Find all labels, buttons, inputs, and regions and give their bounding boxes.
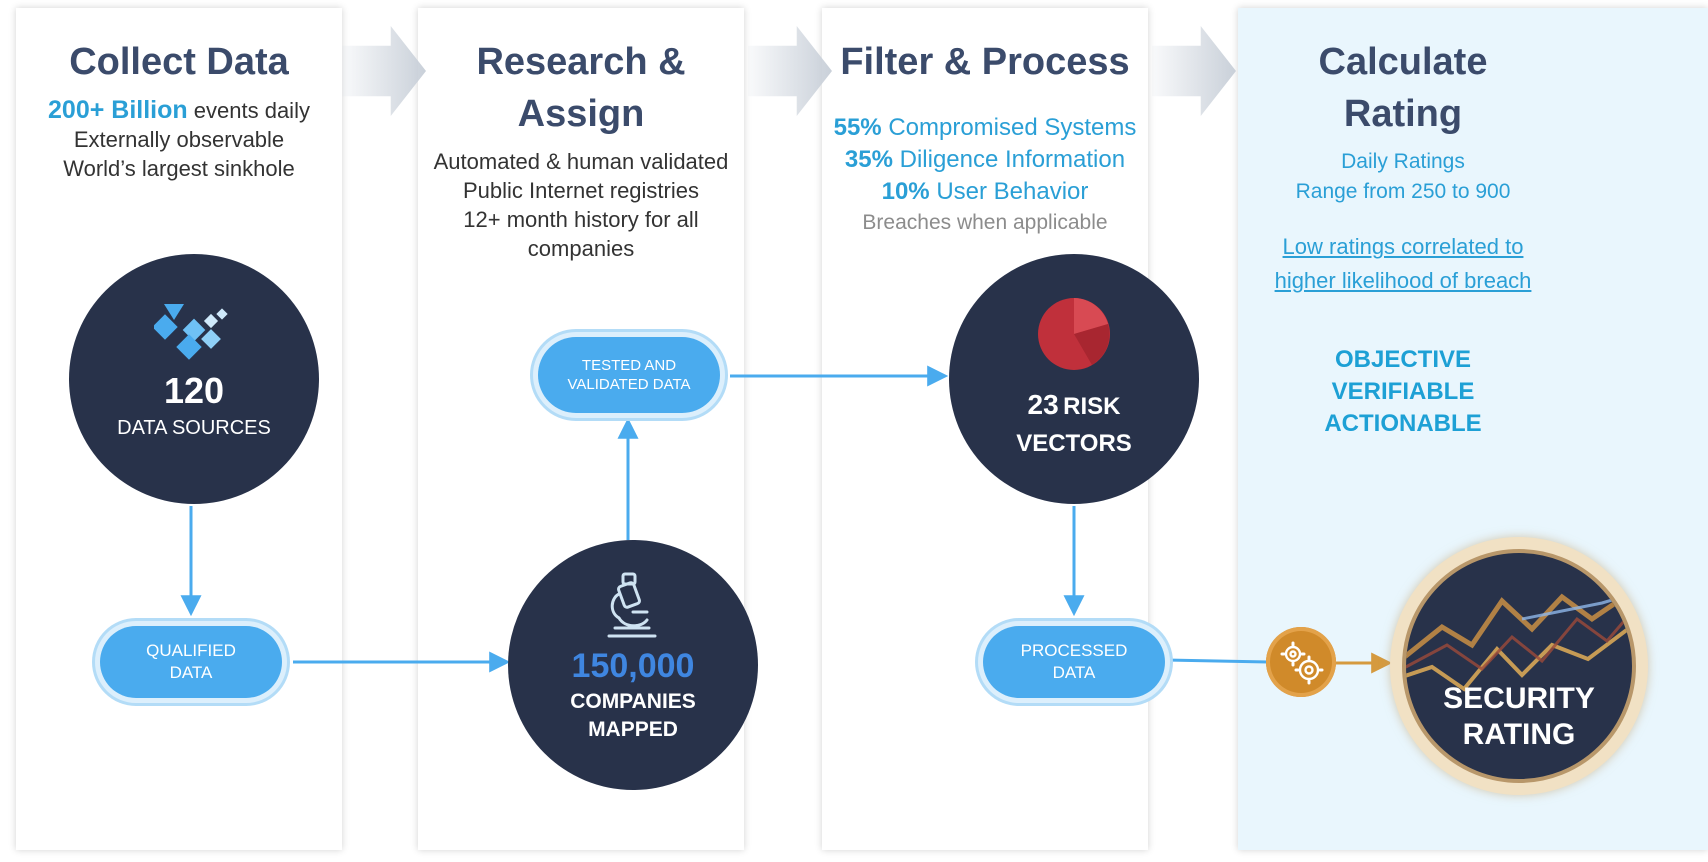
rating-attributes: OBJECTIVE VERIFIABLE ACTIONABLE (1238, 344, 1568, 440)
data-sources-circle: 120 DATA SOURCES (69, 254, 319, 504)
stage-weights: 55% Compromised Systems 35% Diligence In… (822, 112, 1148, 238)
pill-text: TESTED AND (581, 357, 677, 374)
attribute-objective: OBJECTIVE (1334, 346, 1472, 373)
title-line: Rating (1343, 93, 1463, 135)
security-rating-badge: SECURITY RATING (1390, 537, 1648, 795)
description-line: Public Internet registries (463, 178, 699, 203)
description-line: Externally observable (73, 127, 285, 152)
processed-data-pill: PROCESSED DATA (983, 626, 1165, 698)
gears-icon (1266, 627, 1336, 697)
pill-text: QUALIFIED (146, 641, 236, 660)
description-line: 12+ month history for all (463, 207, 699, 232)
qualified-data-pill: QUALIFIED DATA (100, 626, 282, 698)
pill-text: VALIDATED DATA (567, 376, 691, 393)
pill-text: DATA (169, 663, 213, 682)
risk-vectors-label: 23 RISK VECTORS (1016, 389, 1132, 457)
companies-mapped-circle: 150,000 COMPANIES MAPPED (508, 540, 758, 790)
pie-chart-icon (1038, 298, 1110, 370)
microscope-icon (607, 572, 657, 638)
description-line: events daily (187, 98, 310, 123)
security-rating-circle: SECURITY RATING (1402, 549, 1636, 783)
breach-correlation: Low ratings correlated to higher likelih… (1238, 230, 1568, 298)
connector-processed-to-gears (1165, 658, 1269, 664)
stage-description: Automated & human validated Public Inter… (418, 147, 744, 263)
title-line: Assign (517, 93, 645, 135)
correlation-link-line[interactable]: Low ratings correlated to (1282, 234, 1524, 259)
tested-validated-data-pill: TESTED AND VALIDATED DATA (538, 337, 720, 413)
stage-description: Daily Ratings Range from 250 to 900 (1238, 147, 1568, 207)
data-rain-icon (154, 304, 228, 360)
stage-title: Collect Data (69, 41, 289, 83)
stage-description: 200+ Billion events daily Externally obs… (16, 96, 342, 183)
risk-vectors-value: 23 (1027, 389, 1059, 420)
note-line: Breaches when applicable (862, 211, 1108, 234)
data-sources-value: 120 (163, 370, 225, 411)
stage-filter-process: Filter & Process 55% Compromised Systems… (822, 8, 1148, 850)
attribute-actionable: ACTIONABLE (1324, 410, 1482, 437)
companies-label: COMPANIES MAPPED (570, 690, 696, 741)
security-rating-label: SECURITY RATING (1443, 682, 1595, 751)
pill-text: PROCESSED (1020, 641, 1128, 660)
companies-value: 150,000 (571, 647, 695, 685)
weight-line: 55% Compromised Systems (833, 114, 1137, 141)
stage-title: Filter & Process (840, 41, 1130, 83)
trend-lines-icon (1406, 588, 1632, 692)
stage-research-assign: Research & Assign Automated & human vali… (418, 8, 744, 850)
highlight-value: 200+ Billion (48, 96, 188, 124)
attribute-verifiable: VERIFIABLE (1331, 378, 1475, 405)
correlation-link-line[interactable]: higher likelihood of breach (1274, 268, 1532, 293)
data-sources-label: DATA SOURCES (117, 417, 271, 439)
pill-text: DATA (1052, 663, 1096, 682)
description-line: companies (527, 236, 635, 261)
description-line: Range from 250 to 900 (1295, 180, 1511, 203)
description-line: Daily Ratings (1341, 150, 1465, 173)
weight-line: 10% User Behavior (881, 178, 1089, 205)
description-line: World’s largest sinkhole (63, 156, 295, 181)
stage-title: Research & Assign (418, 36, 744, 140)
title-line: Research & (476, 41, 686, 83)
stage-title: Calculate Rating (1238, 36, 1568, 140)
description-line: Automated & human validated (433, 149, 729, 174)
weight-line: 35% Diligence Information (844, 146, 1126, 173)
title-line: Calculate (1318, 41, 1488, 83)
risk-vectors-circle: 23 RISK VECTORS (949, 254, 1199, 504)
